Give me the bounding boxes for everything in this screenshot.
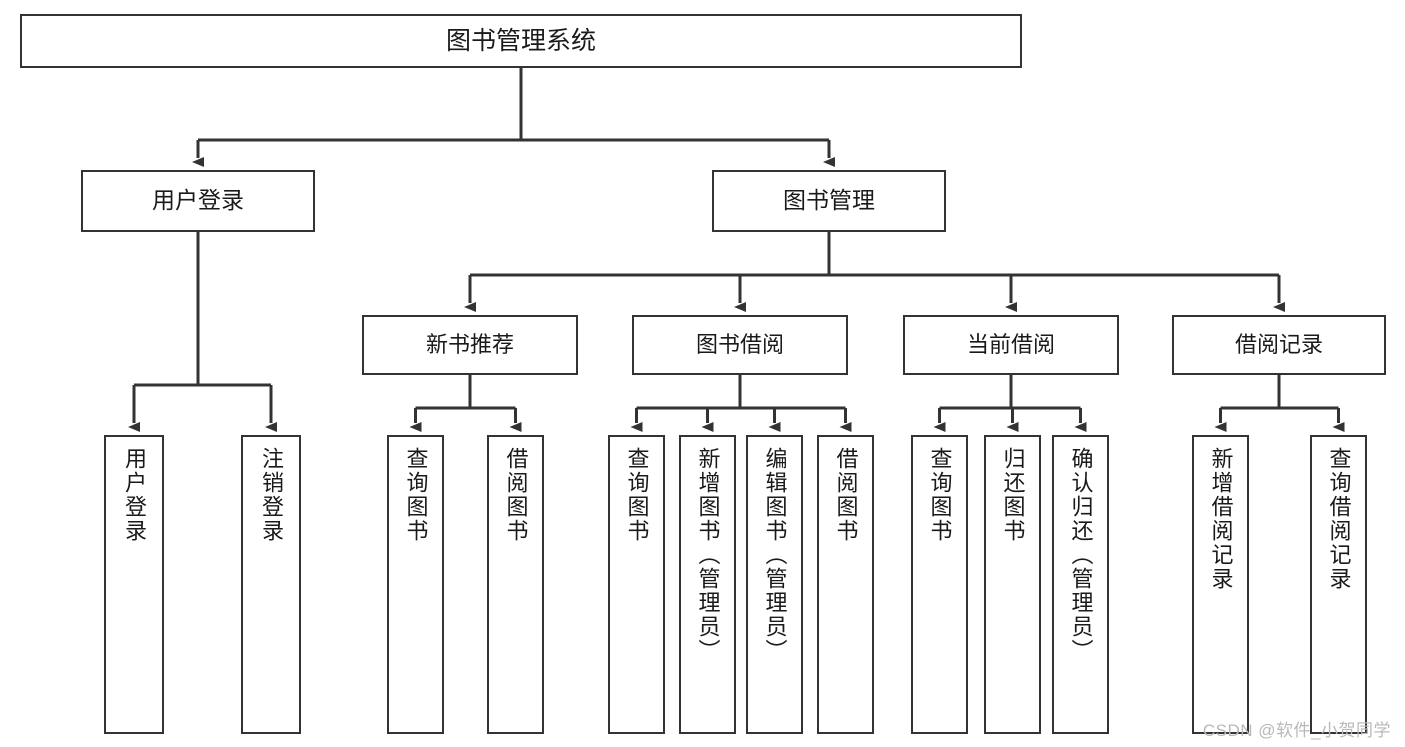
node-label-leaf-query-book-borrow: 查询图书	[624, 447, 650, 543]
node-label-leaf-borrow-book: 借阅图书	[833, 447, 859, 543]
node-label-leaf-edit-book: 编辑图书（管理员）	[762, 447, 788, 663]
node-leaf-borrow-book[interactable]: 借阅图书	[817, 435, 874, 734]
node-leaf-edit-book[interactable]: 编辑图书（管理员）	[746, 435, 803, 734]
node-root[interactable]: 图书管理系统	[20, 14, 1022, 68]
node-label-borrow-record: 借阅记录	[1234, 331, 1323, 357]
node-label-user-login: 用户登录	[152, 187, 244, 214]
node-borrow-record[interactable]: 借阅记录	[1172, 315, 1386, 375]
node-label-leaf-user-logout: 注销登录	[259, 447, 284, 543]
node-leaf-confirm-return[interactable]: 确认归还（管理员）	[1052, 435, 1109, 734]
node-label-leaf-borrow-book-rec: 借阅图书	[503, 447, 529, 543]
node-label-book-manage: 图书管理	[783, 187, 875, 214]
node-leaf-query-book-borrow[interactable]: 查询图书	[608, 435, 665, 734]
node-user-login[interactable]: 用户登录	[81, 170, 315, 232]
node-leaf-borrow-book-rec[interactable]: 借阅图书	[487, 435, 544, 734]
node-label-new-book-rec: 新书推荐	[425, 331, 514, 357]
node-leaf-user-login[interactable]: 用户登录	[104, 435, 164, 734]
node-label-leaf-query-record: 查询借阅记录	[1326, 447, 1352, 591]
node-label-leaf-confirm-return: 确认归还（管理员）	[1068, 447, 1094, 663]
node-book-borrow[interactable]: 图书借阅	[632, 315, 848, 375]
node-leaf-add-book[interactable]: 新增图书（管理员）	[679, 435, 736, 734]
node-leaf-user-logout[interactable]: 注销登录	[241, 435, 301, 734]
node-label-leaf-query-book-cur: 查询图书	[927, 447, 953, 543]
node-new-book-rec[interactable]: 新书推荐	[362, 315, 578, 375]
node-current-borrow[interactable]: 当前借阅	[903, 315, 1119, 375]
node-label-leaf-return-book: 归还图书	[1000, 447, 1026, 543]
node-label-leaf-add-book: 新增图书（管理员）	[695, 447, 721, 663]
node-label-leaf-query-book-rec: 查询图书	[403, 447, 429, 543]
node-label-leaf-add-record: 新增借阅记录	[1208, 447, 1234, 591]
node-leaf-return-book[interactable]: 归还图书	[984, 435, 1041, 734]
node-label-root: 图书管理系统	[445, 27, 596, 55]
node-leaf-query-book-cur[interactable]: 查询图书	[911, 435, 968, 734]
node-leaf-query-record[interactable]: 查询借阅记录	[1310, 435, 1367, 734]
node-label-leaf-user-login: 用户登录	[122, 447, 147, 543]
node-book-manage[interactable]: 图书管理	[712, 170, 946, 232]
node-leaf-query-book-rec[interactable]: 查询图书	[387, 435, 444, 734]
node-leaf-add-record[interactable]: 新增借阅记录	[1192, 435, 1249, 734]
node-label-book-borrow: 图书借阅	[695, 331, 784, 357]
watermark-text: CSDN @软件_小贺同学	[1202, 721, 1391, 740]
node-label-current-borrow: 当前借阅	[966, 331, 1055, 357]
